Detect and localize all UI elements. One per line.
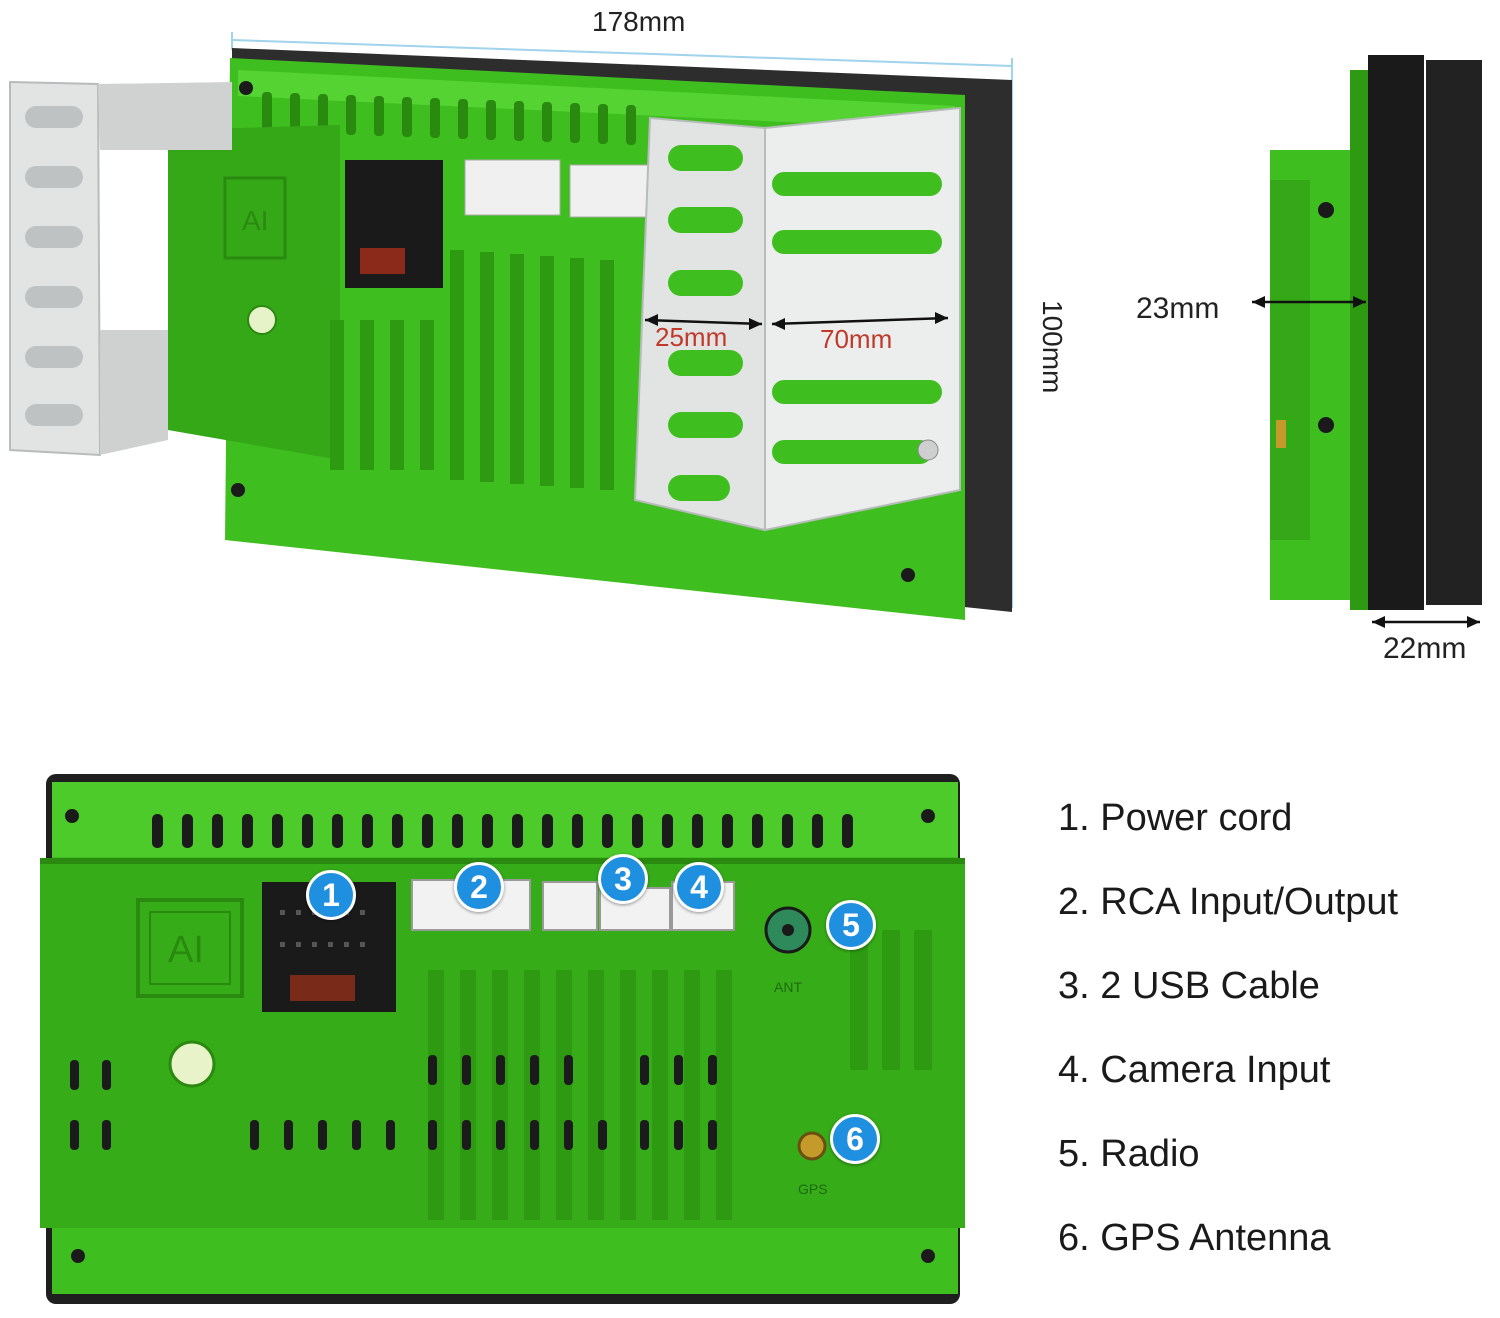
top-vents — [152, 814, 853, 848]
legend-item-rca: 2. RCA Input/Output — [1058, 881, 1399, 923]
legend-item-gps: 6. GPS Antenna — [1058, 1217, 1331, 1259]
side-view-illustration — [1252, 55, 1482, 628]
rear-port-illustration: AI ANT — [40, 774, 965, 1304]
bottom-vents — [70, 1055, 717, 1150]
logo-mark: AI — [168, 929, 204, 971]
height-label: 100mm — [1037, 300, 1068, 394]
badge-3: 3 — [598, 854, 648, 904]
badge-1: 1 — [306, 870, 356, 920]
usb-connector-1 — [542, 881, 598, 931]
bracket-left-label: 25mm — [655, 322, 728, 352]
legend-item-power-cord: 1. Power cord — [1058, 797, 1293, 839]
bracket-right-label: 70mm — [820, 324, 893, 354]
panel-depth-label: 22mm — [1383, 632, 1467, 665]
rear-3q-view: AI — [0, 0, 1068, 660]
rear-3q-illustration: AI — [9, 32, 1013, 620]
left-bracket — [9, 80, 102, 457]
front-panel-1 — [1368, 55, 1424, 610]
ant-label: ANT — [774, 979, 802, 995]
width-label: 178mm — [592, 6, 686, 37]
port-legend: 1. Power cord 2. RCA Input/Output 3. 2 U… — [1058, 790, 1488, 1294]
logo-mark-top: AI — [242, 205, 268, 236]
badge-5: 5 — [826, 900, 876, 950]
front-panel-2 — [1426, 60, 1482, 605]
legend-item-camera: 4. Camera Input — [1058, 1049, 1331, 1091]
legend-item-radio: 5. Radio — [1058, 1133, 1200, 1175]
gps-antenna-port — [797, 1131, 827, 1161]
badge-2: 2 — [454, 862, 504, 912]
recycle-icon — [168, 1040, 216, 1088]
rear-port-view: AI ANT — [40, 770, 970, 1310]
badge-6: 6 — [830, 1114, 880, 1164]
side-view: 23mm 22mm — [1100, 40, 1500, 680]
badge-4: 4 — [674, 862, 724, 912]
gps-label: GPS — [798, 1181, 828, 1197]
width-dimension-line — [231, 39, 1013, 67]
side-depth-label: 23mm — [1136, 292, 1220, 325]
legend-item-usb: 3. 2 USB Cable — [1058, 965, 1320, 1007]
